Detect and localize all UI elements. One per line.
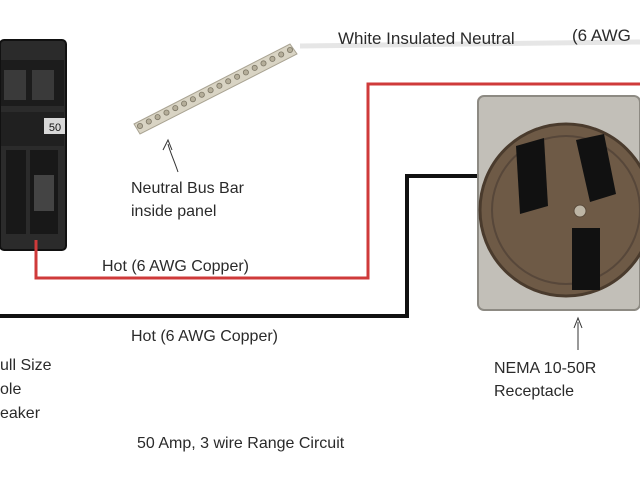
bus-bar-screw — [269, 55, 276, 62]
receptacle-face — [478, 122, 640, 298]
bus-bar-screw — [181, 100, 188, 107]
hot-red-wire-label: Hot (6 AWG Copper) — [102, 258, 250, 275]
hot-red-wire — [34, 82, 640, 280]
breaker-handle-right — [32, 70, 54, 100]
receptacle-slot-right — [576, 134, 616, 202]
breaker-rating-tag — [44, 118, 66, 134]
receptacle-slot-left — [516, 138, 548, 214]
breaker-outline — [0, 39, 67, 251]
bus-bar-label-line2: inside panel — [131, 203, 217, 220]
receptacle-face-ring — [491, 135, 640, 285]
bus-bar-screw — [189, 96, 196, 103]
bus-bar-callout-arrowhead — [162, 138, 173, 151]
white-neutral-label: White Insulated Neutral — [338, 29, 515, 48]
bus-bar-screw — [225, 78, 232, 85]
bus-bar-label-line1: Neutral Bus Bar — [131, 180, 244, 197]
bus-bar-screw — [260, 60, 267, 67]
bus-bar-screw — [216, 82, 223, 89]
bus-bar-screw — [163, 109, 170, 116]
breaker-rating-text: 50 — [49, 122, 61, 134]
receptacle-label-line1: NEMA 10-50R — [494, 360, 597, 377]
hot-black-wire — [0, 174, 535, 318]
breaker-label-line2: ole — [0, 381, 22, 398]
bus-bar-screw — [286, 47, 293, 54]
bus-bar-screw — [251, 64, 258, 71]
bus-bar-screw — [145, 118, 152, 125]
receptacle-label-line2: Receptacle — [494, 383, 575, 400]
bus-bar-callout-line — [167, 143, 179, 173]
receptacle-slot-neutral — [572, 228, 600, 290]
neutral-bus-bar — [133, 43, 298, 135]
bus-bar-screw — [172, 105, 179, 112]
white-neutral-gauge-label: (6 AWG — [572, 26, 631, 45]
breaker-label-line3: eaker — [0, 405, 41, 422]
nema-10-50r-receptacle — [477, 95, 640, 311]
hot-black-wire-label: Hot (6 AWG Copper) — [131, 328, 279, 345]
bus-bar-screw — [234, 73, 241, 80]
callout-arrows — [162, 138, 583, 350]
breaker-handle-left — [4, 70, 26, 100]
bus-bar-screw — [207, 87, 214, 94]
double-pole-breaker: 50 — [0, 39, 67, 251]
bus-bar-screw — [154, 114, 161, 121]
bus-bar-screw — [242, 69, 249, 76]
bus-bar-screw — [198, 91, 205, 98]
breaker-pole-left — [6, 150, 26, 234]
neutral-wire — [299, 39, 640, 49]
receptacle-center-screw — [573, 204, 587, 218]
bus-bar-screw — [136, 123, 143, 130]
circuit-caption: 50 Amp, 3 wire Range Circuit — [137, 435, 345, 452]
bus-bar-screw — [278, 51, 285, 58]
receptacle-callout-arrowhead — [573, 316, 583, 329]
bus-bar-screws — [136, 47, 293, 130]
breaker-label-plate — [34, 175, 54, 211]
breaker-label-line1: ull Size — [0, 357, 52, 374]
